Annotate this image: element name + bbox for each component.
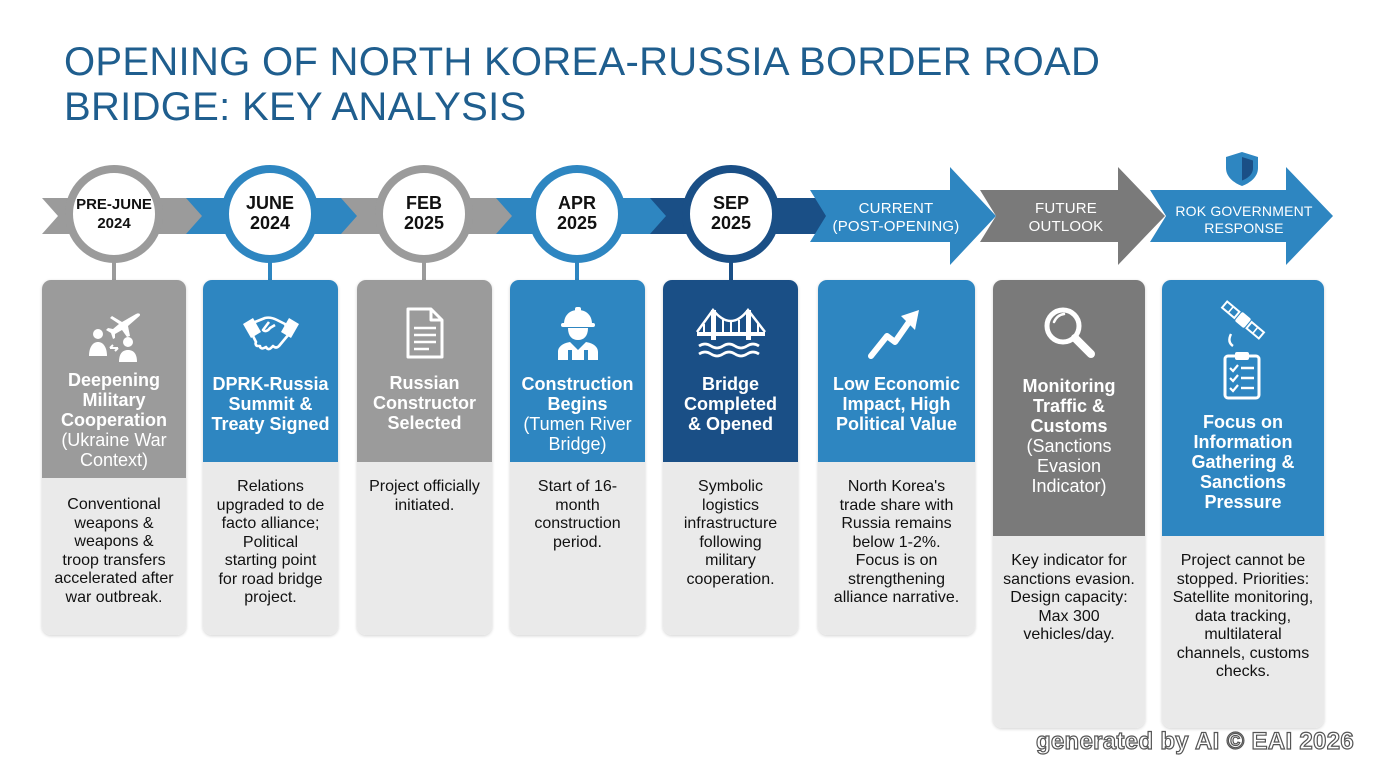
arrow-label-future-line-1: FUTURE (1034, 200, 1098, 217)
card-7-title: Monitoring Traffic & Customs (1022, 376, 1116, 436)
milestone-label-2-line-2: 2024 (249, 213, 291, 233)
card-7-body-text: Key indicator for sanctions evasion. Des… (1003, 552, 1135, 643)
card-june-2024: DPRK-Russia Summit & Treaty Signed Relat… (203, 280, 338, 635)
arrow-label-current: CURRENT (POST-OPENING) (826, 200, 966, 236)
card-pre-june-2024: Deepening Military Cooperation (Ukraine … (42, 280, 186, 635)
card-5-title: Bridge Completed & Opened (683, 374, 777, 434)
card-rok-response: Focus on Information Gathering & Sanctio… (1162, 280, 1324, 728)
card-1-body-text: Conventional weapons & weapons & troop t… (54, 496, 174, 606)
card-3-header: Russian Constructor Selected (357, 280, 492, 462)
milestone-label-5: SEP 2025 (686, 193, 776, 233)
card-8-title: Focus on Information Gathering & Sanctio… (1191, 412, 1295, 512)
arrow-label-rok-line-2: RESPONSE (1204, 220, 1284, 236)
arrow-label-future: FUTURE OUTLOOK (996, 200, 1136, 236)
milestone-circle-2 (221, 165, 319, 263)
card-apr-2025: Construction Begins (Tumen River Bridge)… (510, 280, 645, 635)
card-4-header: Construction Begins (Tumen River Bridge) (510, 280, 645, 462)
card-sep-2025: Bridge Completed & Opened Symbolic logis… (663, 280, 798, 635)
milestone-label-1-line-1: PRE-JUNE (76, 196, 152, 213)
card-2-body-text: Relations upgraded to de facto alliance;… (216, 478, 325, 606)
card-future-outlook: Monitoring Traffic & Customs (Sanctions … (993, 280, 1145, 728)
card-7-subtitle: (Sanctions Evasion Indicator) (1026, 436, 1112, 496)
card-2-body: Relations upgraded to de facto alliance;… (203, 462, 338, 635)
construction-worker-icon (557, 307, 598, 360)
card-3-body-text: Project officially initiated. (369, 478, 480, 514)
arrow-label-current-line-2: (POST-OPENING) (832, 218, 960, 235)
plane-soldiers-icon (89, 313, 141, 362)
card-2-header: DPRK-Russia Summit & Treaty Signed (203, 280, 338, 462)
milestone-label-4-line-2: 2025 (556, 213, 598, 233)
card-6-title: Low Economic Impact, High Political Valu… (832, 374, 960, 434)
page-title: OPENING OF NORTH KOREA-RUSSIA BORDER ROA… (64, 40, 1214, 130)
page-title-line-1: OPENING OF NORTH KOREA-RUSSIA BORDER ROA… (64, 40, 1101, 84)
milestone-label-3-line-2: 2025 (403, 213, 445, 233)
card-3-body: Project officially initiated. (357, 462, 492, 635)
milestone-label-5-line-2: 2025 (710, 213, 752, 233)
card-7-header: Monitoring Traffic & Customs (Sanctions … (993, 280, 1145, 536)
handshake-icon (242, 316, 299, 351)
card-8-header: Focus on Information Gathering & Sanctio… (1162, 280, 1324, 536)
card-6-body: North Korea's trade share with Russia re… (818, 462, 975, 635)
milestone-label-2: JUNE 2024 (225, 193, 315, 233)
milestone-label-4-line-1: APR (557, 193, 596, 213)
arrow-label-rok: ROK GOVERNMENT RESPONSE (1164, 203, 1324, 237)
card-8-body-text: Project cannot be stopped. Priorities: S… (1172, 552, 1314, 680)
card-feb-2025: Russian Constructor Selected Project off… (357, 280, 492, 635)
card-4-body: Start of 16-month construction period. (510, 462, 645, 635)
milestone-label-2-line-1: JUNE (245, 193, 294, 213)
milestone-label-1: PRE-JUNE 2024 (69, 195, 159, 233)
milestone-circle-1 (65, 165, 163, 263)
card-4-title: Construction Begins (521, 374, 634, 414)
milestone-circle-5 (682, 165, 780, 263)
card-6-header: Low Economic Impact, High Political Valu… (818, 280, 975, 462)
card-1-subtitle: (Ukraine War Context) (61, 430, 167, 470)
card-3-title: Russian Constructor Selected (373, 373, 476, 433)
arrow-label-rok-line-1: ROK GOVERNMENT (1175, 203, 1313, 219)
card-1-body: Conventional weapons & weapons & troop t… (42, 478, 186, 635)
arrow-future (980, 167, 1165, 265)
milestone-circle-3 (375, 165, 473, 263)
milestone-label-3: FEB 2025 (379, 193, 469, 233)
arrow-label-current-line-1: CURRENT (858, 200, 934, 217)
card-1-title: Deepening Military Cooperation (61, 370, 167, 430)
arrow-rok (1150, 167, 1333, 265)
shield-icon (1226, 152, 1258, 186)
page-title-line-2: BRIDGE: KEY ANALYSIS (64, 85, 527, 129)
magnifier-icon (1044, 307, 1095, 358)
satellite-checklist-icon (1220, 300, 1266, 400)
card-5-body-text: Symbolic logistics infrastructure follow… (683, 478, 778, 588)
card-5-body: Symbolic logistics infrastructure follow… (663, 462, 798, 635)
card-2-title: DPRK-Russia Summit & Treaty Signed (211, 374, 330, 434)
milestone-circle-4 (528, 165, 626, 263)
trend-arrow-icon (867, 310, 919, 359)
card-current: Low Economic Impact, High Political Valu… (818, 280, 975, 635)
card-4-body-text: Start of 16-month construction period. (534, 478, 621, 551)
milestone-label-4: APR 2025 (532, 193, 622, 233)
card-4-subtitle: (Tumen River Bridge) (523, 414, 632, 454)
arrow-current (810, 167, 996, 265)
document-icon (406, 307, 443, 359)
card-6-body-text: North Korea's trade share with Russia re… (833, 478, 960, 606)
milestone-label-5-line-1: SEP (712, 193, 750, 213)
card-7-body: Key indicator for sanctions evasion. Des… (993, 536, 1145, 728)
card-8-body: Project cannot be stopped. Priorities: S… (1162, 536, 1324, 728)
card-1-header: Deepening Military Cooperation (Ukraine … (42, 280, 186, 478)
milestone-label-1-line-2: 2024 (97, 215, 131, 232)
bridge-icon (695, 307, 766, 358)
watermark: generated by AI © EAI 2026 (1035, 727, 1354, 755)
arrow-label-future-line-2: OUTLOOK (1028, 218, 1104, 235)
card-5-header: Bridge Completed & Opened (663, 280, 798, 462)
milestone-label-3-line-1: FEB (406, 193, 442, 213)
